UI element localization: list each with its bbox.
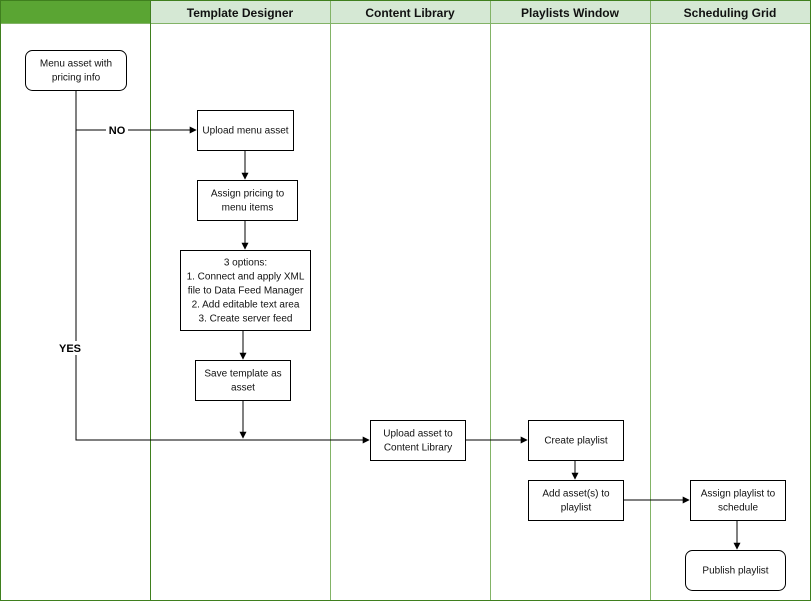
node-box-assign_pricing — [197, 180, 298, 221]
node-box-add_assets — [528, 480, 624, 521]
node-menu_asset: Menu asset with pricing info — [25, 50, 127, 91]
node-publish: Publish playlist — [685, 550, 786, 591]
node-assign_pricing: Assign pricing to menu items — [197, 180, 298, 221]
node-text-options: 2. Add editable text area — [192, 300, 300, 311]
node-save_template: Save template as asset — [195, 360, 291, 401]
lane-header-lane0 — [0, 0, 151, 24]
node-text-menu_asset: Menu asset with — [40, 59, 112, 70]
node-text-upload_library: Content Library — [384, 443, 452, 454]
node-text-assign_pricing: Assign pricing to — [211, 189, 285, 200]
node-text-add_assets: playlist — [561, 503, 592, 514]
edge-label-bg-yes_branch — [55, 341, 85, 355]
node-box-create_playlist — [528, 420, 624, 461]
edges-layer — [75, 90, 741, 550]
node-add_assets: Add asset(s) to playlist — [528, 480, 624, 521]
node-upload_menu: Upload menu asset — [197, 110, 294, 151]
edge-no_branch — [75, 90, 197, 134]
edge-label-bg-no_branch — [106, 123, 128, 137]
edge-label-yes_branch: YES — [59, 343, 81, 355]
node-text-assign_schedule: schedule — [718, 503, 758, 514]
node-text-upload_library: Upload asset to — [383, 429, 453, 440]
node-box-upload_library — [370, 420, 466, 461]
node-text-options: 3. Create server feed — [199, 314, 293, 325]
node-assign_schedule: Assign playlist to schedule — [690, 480, 786, 521]
node-box-upload_menu — [197, 110, 294, 151]
node-text-options: 1. Connect and apply XML — [187, 272, 305, 283]
node-text-options: file to Data Feed Manager — [188, 286, 304, 297]
node-box-assign_schedule — [690, 480, 786, 521]
node-text-save_template: Save template as — [204, 369, 281, 380]
node-box-menu_asset — [25, 50, 127, 91]
lane-title-lane4: Scheduling Grid — [684, 6, 777, 20]
lane-title-lane2: Content Library — [365, 6, 455, 20]
node-box-options — [180, 250, 311, 331]
node-text-menu_asset: pricing info — [52, 73, 101, 84]
edge-label-no_branch: NO — [109, 125, 126, 137]
node-create_playlist: Create playlist — [528, 420, 624, 461]
node-text-assign_pricing: menu items — [222, 203, 274, 214]
node-text-upload_menu: Upload menu asset — [202, 126, 288, 137]
lane-title-lane3: Playlists Window — [521, 6, 620, 20]
edge-yes_branch — [75, 130, 370, 444]
node-text-create_playlist: Create playlist — [544, 436, 608, 447]
lane-title-lane1: Template Designer — [187, 6, 294, 20]
node-text-publish: Publish playlist — [702, 566, 768, 577]
node-text-assign_schedule: Assign playlist to — [701, 489, 776, 500]
node-options: 3 options: 1. Connect and apply XML file t… — [180, 250, 311, 331]
node-text-save_template: asset — [231, 383, 255, 394]
node-box-save_template — [195, 360, 291, 401]
node-text-options: 3 options: — [224, 258, 267, 269]
node-text-add_assets: Add asset(s) to — [542, 489, 610, 500]
edge-labels-layer: NO YES — [55, 123, 128, 355]
node-box-publish — [685, 550, 786, 591]
node-upload_library: Upload asset to Content Library — [370, 420, 466, 461]
